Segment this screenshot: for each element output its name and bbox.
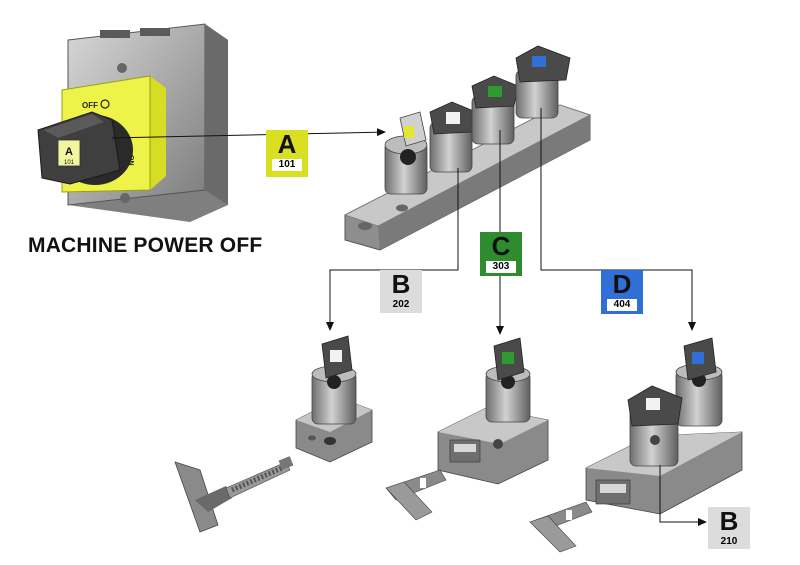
power-isolator-switch: OFF ON A 101 — [37, 23, 228, 222]
key-tag-b-210: B 210 — [708, 507, 750, 549]
key-tag-b-code: 202 — [392, 299, 410, 310]
key-tag-a-code: 101 — [272, 159, 302, 171]
key-tag-c-code: 303 — [486, 261, 516, 273]
lock-c — [471, 75, 519, 145]
key-tag-b2-code: 210 — [720, 536, 738, 547]
switch-key-letter: A — [65, 146, 73, 158]
key-tag-d: D 404 — [601, 270, 643, 314]
lock-c-assembly — [385, 337, 549, 521]
switch-key-code: 101 — [64, 160, 75, 166]
key-tag-a: A 101 — [266, 130, 308, 177]
key-tag-b-letter: B — [391, 269, 411, 299]
arrow-b2 — [659, 465, 707, 526]
lock-d — [515, 45, 571, 119]
key-exchange-unit — [343, 45, 592, 251]
key-tag-d-letter: D — [612, 269, 632, 299]
rotary-handle: A 101 — [37, 111, 133, 185]
switch-off-label: OFF — [82, 101, 98, 110]
machine-power-off-caption: MACHINE POWER OFF — [28, 234, 263, 257]
key-tag-c-letter: C — [491, 231, 511, 261]
key-tag-c: C 303 — [480, 232, 522, 276]
key-tag-b: B 202 — [380, 270, 422, 313]
lock-b — [429, 101, 477, 173]
key-tag-a-letter: A — [277, 129, 297, 159]
lock-a — [384, 111, 428, 195]
lock-b-assembly — [174, 335, 373, 533]
key-tag-b2-letter: B — [719, 506, 739, 536]
key-tag-d-code: 404 — [607, 299, 637, 311]
arrow-a — [111, 128, 386, 139]
lock-d-assembly — [529, 337, 743, 553]
